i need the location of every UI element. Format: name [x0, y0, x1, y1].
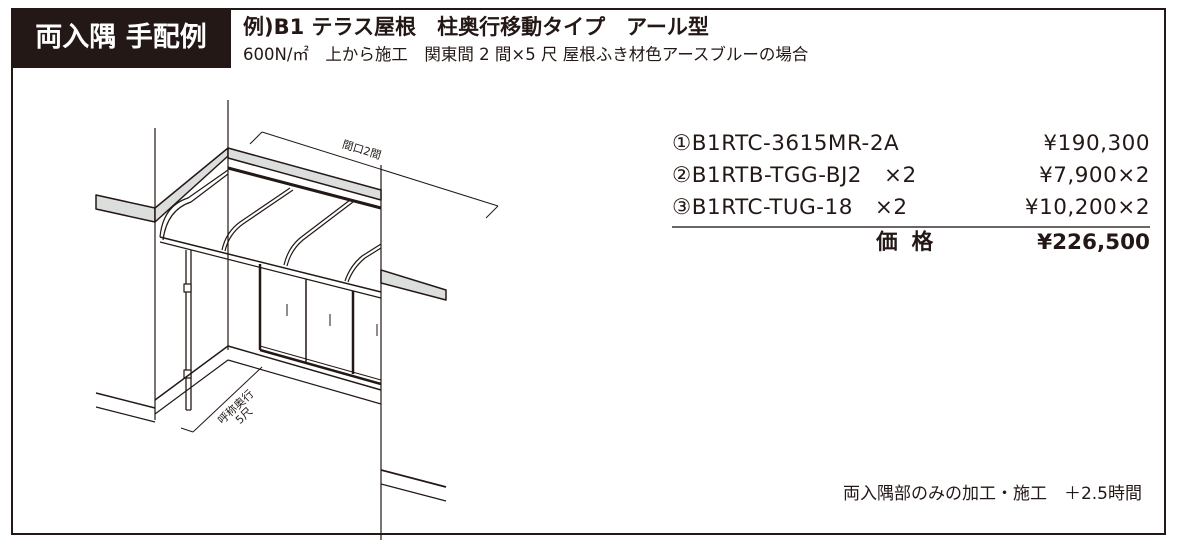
- construction-note: 両入隅部のみの加工・施工 ＋2.5時間: [842, 484, 1142, 504]
- price-table: ①B1RTC-3615MR-2A ¥190,300 ②B1RTB-TGG-BJ2…: [672, 128, 1150, 258]
- header-title: 例)B1 テラス屋根 柱奥行移動タイプ アール型: [243, 15, 709, 39]
- item-price: ¥10,200×2: [1024, 195, 1150, 220]
- total-value: ¥226,500: [1037, 230, 1150, 255]
- header-badge: 両入隅 手配例: [11, 8, 231, 68]
- item-price: ¥190,300: [1043, 131, 1150, 156]
- price-row: ①B1RTC-3615MR-2A ¥190,300: [672, 128, 1150, 160]
- price-row: ③B1RTC-TUG-18 ×2 ¥10,200×2: [672, 192, 1150, 224]
- item-price: ¥7,900×2: [1039, 163, 1150, 188]
- item-code: ②B1RTB-TGG-BJ2 ×2: [672, 163, 917, 188]
- terrace-roof-illustration: [95, 100, 499, 540]
- item-code: ③B1RTC-TUG-18 ×2: [672, 195, 908, 220]
- price-row: ②B1RTB-TGG-BJ2 ×2 ¥7,900×2: [672, 160, 1150, 192]
- document-frame: [11, 8, 1166, 535]
- item-code: ①B1RTC-3615MR-2A: [672, 131, 900, 156]
- price-total-row: 価格 ¥226,500: [672, 228, 1150, 258]
- price-divider: [672, 226, 1150, 228]
- total-label: 価格: [876, 230, 948, 255]
- header-subtitle: 600N/㎡ 上から施工 関東間 2 間×5 尺 屋根ふき材色アースブルーの場合: [243, 45, 809, 64]
